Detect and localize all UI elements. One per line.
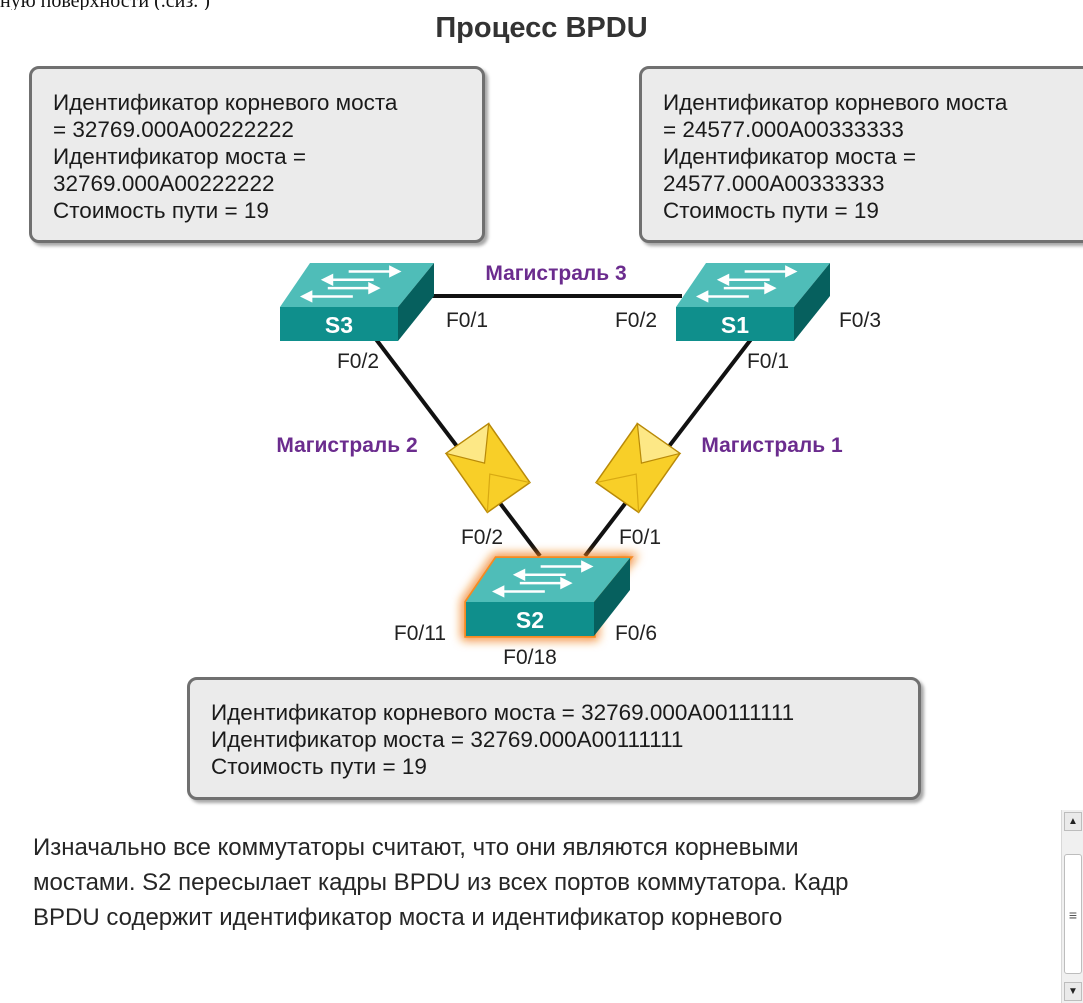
s2-info-box: Идентификатор корневого моста = 32769.00… xyxy=(187,677,921,800)
scroll-thumb-grip-icon[interactable]: ≡ xyxy=(1064,854,1082,974)
switch-s2[interactable]: S2 xyxy=(462,554,639,640)
page-title: Процесс BPDU xyxy=(435,12,648,44)
port-label-s2-f018: F0/18 xyxy=(503,646,557,669)
s3-info-line: = 32769.000A00222222 xyxy=(53,117,294,142)
s1-info-line: Идентификатор моста = xyxy=(663,144,917,169)
port-label-s3-f02: F0/2 xyxy=(337,350,379,373)
partial-top-text: ную поверхности (.сиз. ) xyxy=(0,0,1083,10)
s1-info-line: Идентификатор корневого моста xyxy=(663,90,1008,115)
s2-info-line: Идентификатор корневого моста = 32769.00… xyxy=(211,700,795,725)
description-scrollbar[interactable]: ▲ ≡ ▼ xyxy=(1061,810,1083,1003)
switch-s3-label: S3 xyxy=(325,312,353,338)
s1-info-line: Стоимость пути = 19 xyxy=(663,198,879,223)
bpdu-envelope-icon xyxy=(444,422,531,514)
port-label-s2-f01: F0/1 xyxy=(619,526,661,549)
port-label-s2-f011: F0/11 xyxy=(394,622,446,645)
s3-info-line: Идентификатор моста = xyxy=(53,144,307,169)
trunk-2-label: Магистраль 2 xyxy=(276,434,417,457)
trunk-3-label: Магистраль 3 xyxy=(485,262,626,285)
description-line: мостами. S2 пересылает кадры BPDU из все… xyxy=(33,869,849,896)
description-line: BPDU содержит идентификатор моста и иден… xyxy=(33,904,783,931)
port-label-s3-f01: F0/1 xyxy=(446,309,488,332)
s1-info-box: Идентификатор корневого моста = 24577.00… xyxy=(639,66,1083,243)
port-label-s2-f06: F0/6 xyxy=(615,622,657,645)
s2-info-line: Идентификатор моста = 32769.000A00111111 xyxy=(211,727,684,752)
description-line: Изначально все коммутаторы считают, что … xyxy=(33,834,799,861)
s1-info-line: = 24577.000A00333333 xyxy=(663,117,904,142)
description-panel[interactable]: Изначально все коммутаторы считают, что … xyxy=(33,817,1033,1003)
bpdu-envelope-icon xyxy=(595,422,682,514)
s3-info-box: Идентификатор корневого моста = 32769.00… xyxy=(29,66,485,243)
s3-info-line: 32769.000A00222222 xyxy=(53,171,275,196)
switch-s1[interactable]: S1 xyxy=(676,263,830,341)
port-label-s2-f02: F0/2 xyxy=(461,526,503,549)
s3-info-line: Стоимость пути = 19 xyxy=(53,198,269,223)
port-label-s1-f03: F0/3 xyxy=(839,309,881,332)
port-label-s1-f01: F0/1 xyxy=(747,350,789,373)
network-diagram: S3 S1 S2 Магистраль 3 Магистраль 2 Магис… xyxy=(276,262,881,669)
s2-info-line: Стоимость пути = 19 xyxy=(211,754,427,779)
trunk-1-label: Магистраль 1 xyxy=(701,434,843,457)
switch-s1-label: S1 xyxy=(721,312,749,338)
s1-info-line: 24577.000A00333333 xyxy=(663,171,885,196)
scroll-up-icon[interactable]: ▲ xyxy=(1064,812,1082,831)
scroll-down-icon[interactable]: ▼ xyxy=(1064,982,1082,1001)
switch-s3[interactable]: S3 xyxy=(280,263,434,341)
port-label-s1-f02: F0/2 xyxy=(615,309,657,332)
switch-s2-label: S2 xyxy=(516,607,544,633)
s3-info-line: Идентификатор корневого моста xyxy=(53,90,398,115)
